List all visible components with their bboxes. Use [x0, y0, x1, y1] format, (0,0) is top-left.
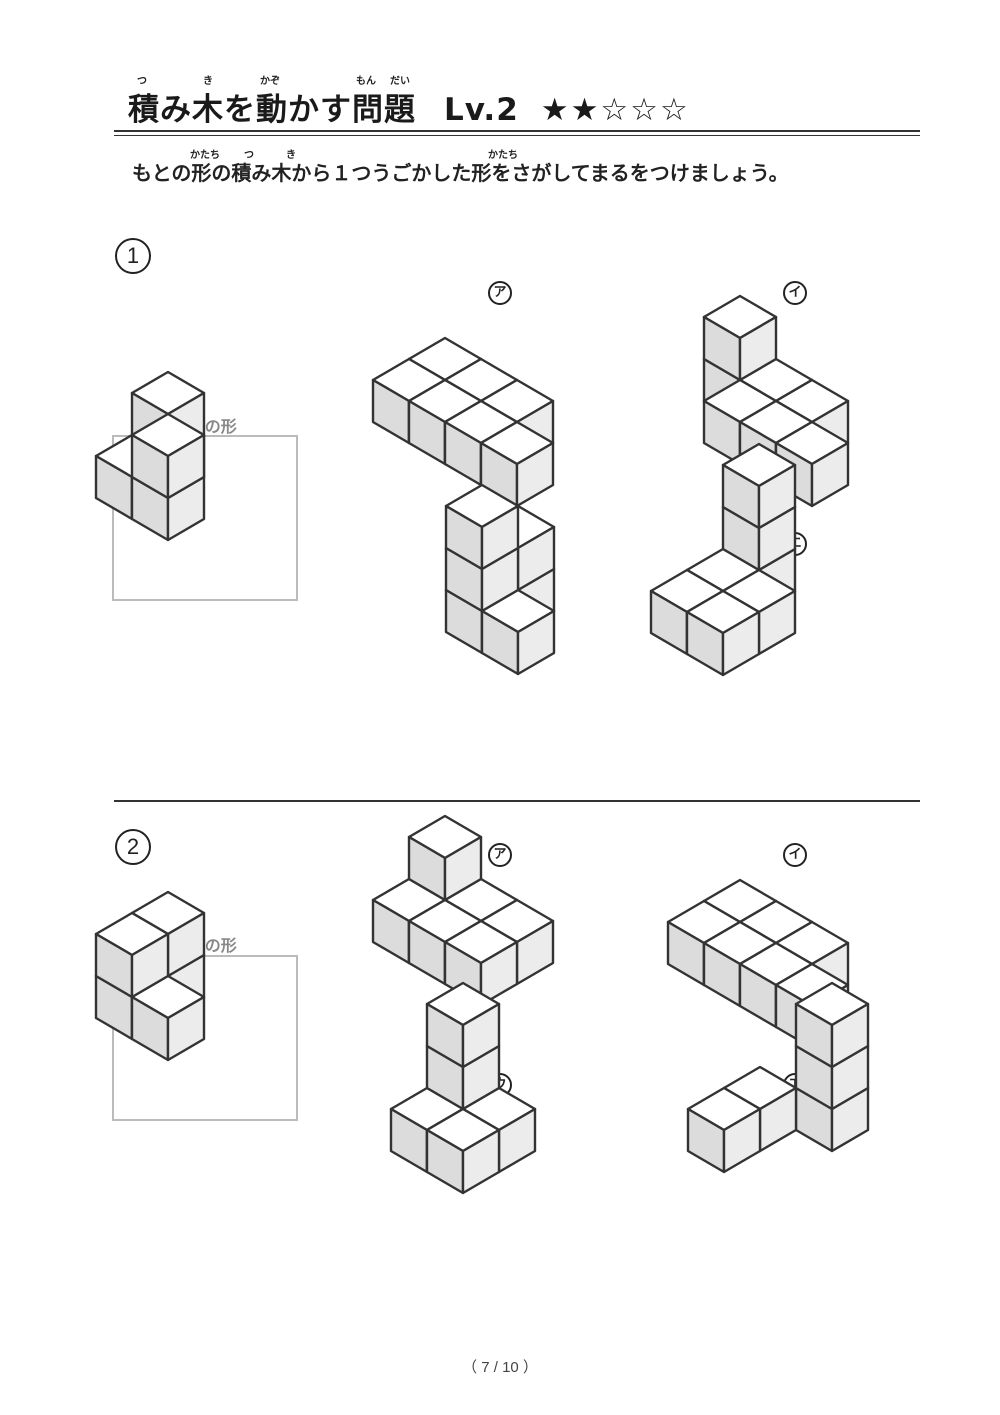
cube-face: [830, 1002, 870, 1069]
cube-face: [480, 504, 520, 571]
page-title: 積み木を動かす問題 Lv.2 ★★☆☆☆: [128, 84, 690, 129]
problem-separator: [114, 800, 920, 802]
cube-face: [757, 463, 797, 530]
title-ruby-ki: き: [203, 76, 213, 87]
cube-face: [721, 610, 761, 677]
title-ruby-mon: もん: [356, 76, 376, 87]
title-ruby-kazo: かぞ: [260, 76, 280, 87]
cube-face: [810, 441, 850, 508]
page-number: （ 7 / 10 ）: [462, 1359, 538, 1376]
instruction-text: もとの形の積み木から１つうごかした形をさがしてまるをつけましょう。: [132, 161, 789, 185]
title-rule-thin: [114, 135, 920, 136]
problem-2-number: 2: [115, 829, 151, 865]
cube-face: [166, 433, 206, 500]
problem-1-option-i-label[interactable]: イ: [783, 281, 807, 305]
cube-face: [722, 1107, 762, 1174]
problem-1-option-a-label[interactable]: ア: [488, 281, 512, 305]
difficulty-stars: ★★☆☆☆: [540, 92, 690, 128]
cube-face: [516, 609, 556, 676]
problem-1-number: 1: [115, 238, 151, 274]
instruction-ruby-ki: き: [286, 150, 296, 161]
instruction-ruby-katachi-2: かたち: [488, 150, 518, 161]
title-text: 積み木を動かす問題: [128, 92, 416, 128]
instruction-ruby-tsu: つ: [244, 150, 254, 161]
title-ruby-tsu: つ: [137, 76, 147, 87]
cube-face: [461, 1128, 501, 1195]
title-ruby-dai: だい: [390, 76, 410, 87]
cube-face: [166, 995, 206, 1062]
instruction-ruby-katachi: かたち: [190, 150, 220, 161]
level-label: Lv.2: [444, 92, 519, 128]
cube-face: [130, 932, 170, 999]
problem-2-option-i-label[interactable]: イ: [783, 843, 807, 867]
problem-2-option-a-label[interactable]: ア: [488, 843, 512, 867]
cube-face: [461, 1002, 501, 1069]
title-rule-thick: [114, 130, 920, 132]
